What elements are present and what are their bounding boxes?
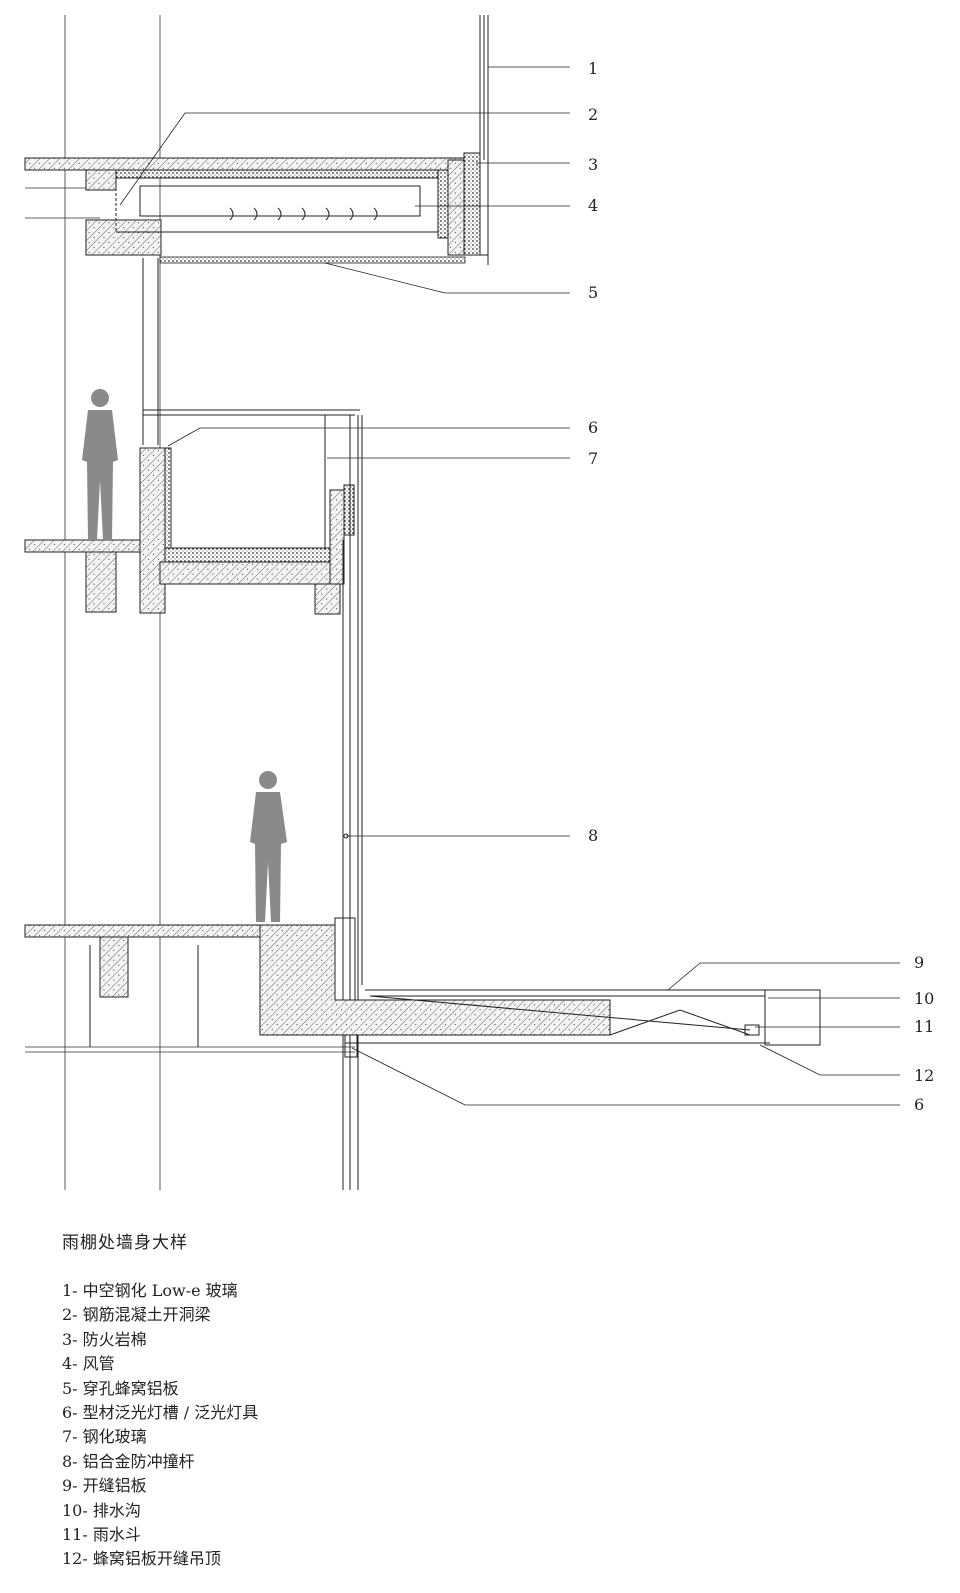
middle-slab-planter [24,415,355,615]
wall-section-drawing: 1 2 3 4 5 6 7 8 9 10 11 12 6 [24,15,934,1190]
legend-item: 11- 雨水斗 [62,1525,141,1545]
callout-1: 1 [588,59,598,78]
upper-curtain-wall-glass [479,15,489,265]
callout-7: 7 [588,449,598,468]
lower-slab-canopy [24,917,821,1058]
callout-5: 5 [588,283,598,302]
upper-slab [24,152,488,256]
legend-item: 10- 排水沟 [62,1500,141,1520]
legend-item: 9- 开缝铝板 [62,1476,147,1496]
legend-item: 8- 铝合金防冲撞杆 [62,1451,195,1471]
perforated-ceiling-panel [159,256,466,264]
callout-11: 11 [914,1017,934,1036]
legend-item: 3- 防火岩棉 [62,1329,147,1349]
legend-item: 1- 中空钢化 Low-e 玻璃 [62,1281,238,1300]
legend-item: 12- 蜂窝铝板开缝吊顶 [62,1549,221,1569]
legend-item: 4- 风管 [62,1354,115,1374]
human-figure-upper [82,389,118,540]
legend-title: 雨棚处墙身大样 [62,1233,188,1253]
callout-2: 2 [588,105,598,124]
callout-8: 8 [588,826,598,845]
callout-leaders [119,66,900,1106]
callout-labels: 1 2 3 4 5 6 7 8 9 10 11 12 6 [588,59,934,1114]
grid-lines [25,15,355,1190]
legend-item: 6- 型材泛光灯槽 / 泛光灯具 [62,1403,259,1423]
callout-9: 9 [914,953,924,972]
legend-list: 1- 中空钢化 Low-e 玻璃 2- 钢筋混凝土开洞梁 3- 防火岩棉 4- … [62,1279,562,1572]
callout-6-upper: 6 [588,418,598,437]
legend: 雨棚处墙身大样 1- 中空钢化 Low-e 玻璃 2- 钢筋混凝土开洞梁 3- … [62,1228,562,1572]
human-figure-lower [250,771,287,922]
callout-4: 4 [588,196,598,215]
callout-10: 10 [914,989,934,1008]
callout-3: 3 [588,155,598,174]
air-duct [139,185,421,221]
legend-item: 2- 钢筋混凝土开洞梁 [62,1305,211,1325]
middle-window-frame [142,258,360,445]
callout-12: 12 [914,1066,934,1085]
legend-item: 5- 穿孔蜂窝铝板 [62,1378,179,1398]
lower-glass-facade [342,415,363,1190]
callout-6-lower: 6 [914,1095,924,1114]
legend-item: 7- 钢化玻璃 [62,1427,147,1447]
